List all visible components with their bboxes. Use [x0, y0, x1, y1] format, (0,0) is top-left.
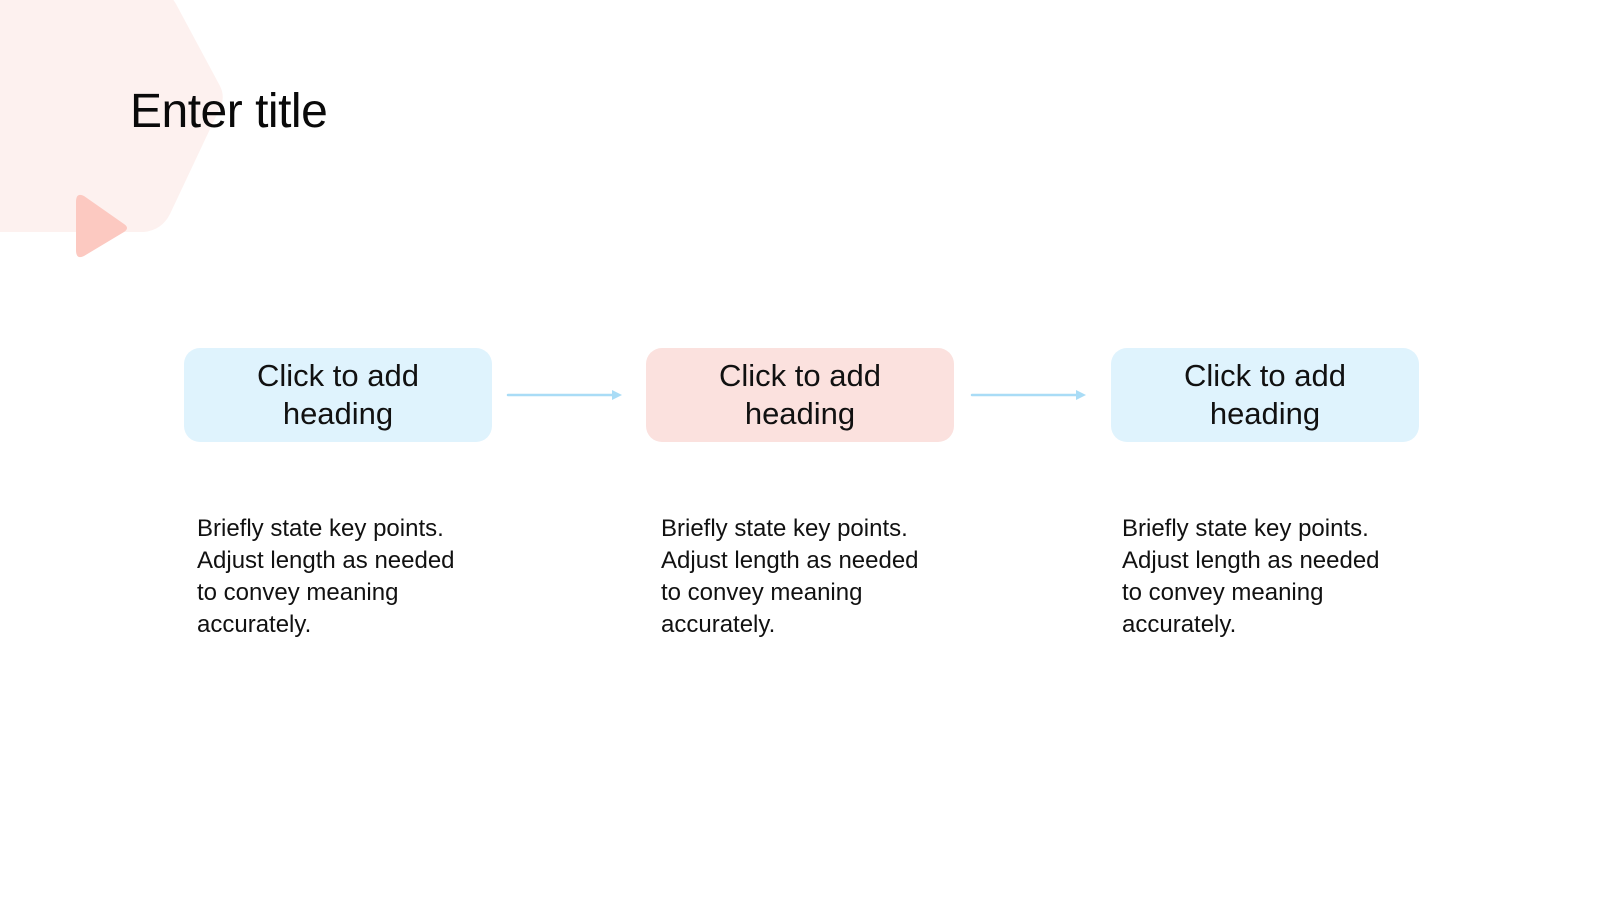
step-2-heading: Click to add heading	[719, 358, 881, 431]
step-1-heading: Click to add heading	[257, 358, 419, 431]
step-2-description[interactable]: Briefly state key points. Adjust length …	[661, 515, 919, 638]
arrow-right-icon	[506, 390, 622, 400]
slide-title[interactable]: Enter title	[130, 85, 328, 138]
step-3-heading: Click to add heading	[1184, 358, 1346, 431]
step-1-heading-box[interactable]: Click to add heading	[184, 348, 492, 442]
step-3-description[interactable]: Briefly state key points. Adjust length …	[1122, 515, 1380, 638]
step-1-description[interactable]: Briefly state key points. Adjust length …	[197, 515, 455, 638]
step-2-heading-box[interactable]: Click to add heading	[646, 348, 954, 442]
arrow-right-icon	[970, 390, 1086, 400]
play-triangle-icon	[76, 194, 127, 258]
decorative-hexagon	[0, 0, 223, 232]
decorative-hexagon-shape	[0, 0, 223, 258]
step-3-heading-box[interactable]: Click to add heading	[1111, 348, 1419, 442]
